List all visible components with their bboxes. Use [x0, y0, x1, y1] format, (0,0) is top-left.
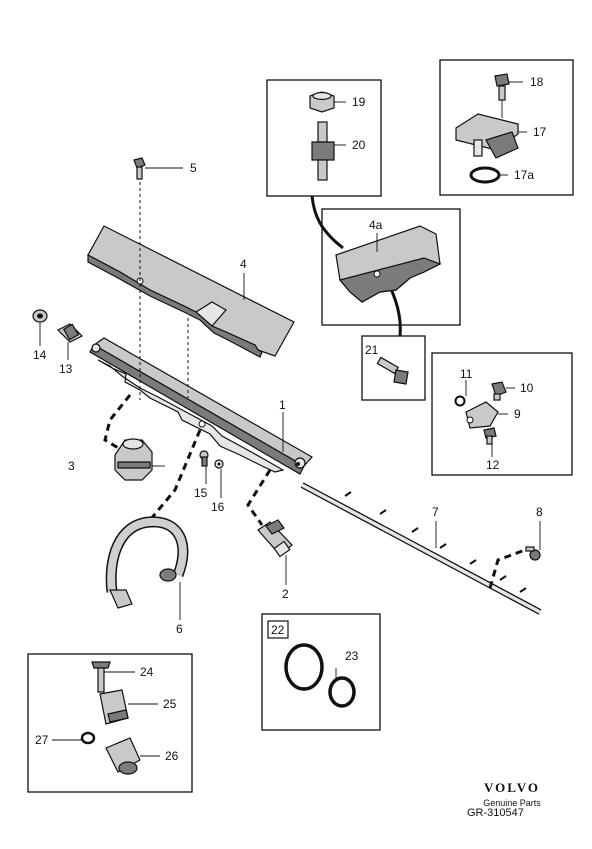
fuel-hose-part-6	[105, 516, 189, 609]
callout-labels: 5 4 1 3 14 13 15 16 6 2 7 8 19 20 18 17 …	[33, 75, 547, 763]
nut-part-10	[491, 381, 507, 401]
dash-link-6	[148, 429, 202, 521]
label-21: 21	[365, 343, 379, 357]
label-1: 1	[279, 398, 286, 412]
bolt-part-5	[133, 157, 146, 180]
label-10: 10	[520, 381, 534, 395]
pressure-regulator-part-3	[114, 438, 153, 481]
sensor-part-17	[455, 113, 519, 159]
inset-box-9-12	[431, 352, 573, 476]
fuel-rail-part-1	[89, 337, 313, 475]
cover-part-4	[87, 225, 295, 358]
label-13: 13	[59, 362, 73, 376]
bracket-part-4a	[335, 225, 442, 303]
inset-box-4a	[321, 208, 461, 326]
diagram-code: GR-310547	[467, 807, 524, 819]
label-24: 24	[140, 665, 154, 679]
brand-subtitle: Genuine Parts	[483, 798, 541, 808]
label-19: 19	[352, 95, 366, 109]
label-26: 26	[165, 749, 179, 763]
label-23: 23	[345, 649, 359, 663]
harness-rail-part-7	[300, 482, 542, 615]
inset-box-21	[361, 335, 426, 401]
label-22: 22	[271, 623, 285, 637]
label-5: 5	[190, 161, 197, 175]
clip-part-25	[99, 689, 129, 725]
connector-19-to-4a	[310, 195, 344, 250]
label-20: 20	[352, 138, 366, 152]
bolt-part-21	[376, 356, 409, 385]
label-12: 12	[486, 458, 500, 472]
label-14: 14	[33, 348, 47, 362]
bolt-part-8	[525, 546, 541, 561]
bolt-part-15	[199, 450, 209, 467]
screw-part-24	[91, 661, 111, 693]
bolt-part-12	[483, 427, 497, 445]
label-6: 6	[176, 622, 183, 636]
inset-box-22-23	[261, 613, 381, 731]
dash-link-3	[103, 394, 132, 454]
leader-lines	[39, 81, 541, 757]
brand-block: VOLVO Genuine Parts	[462, 780, 562, 808]
brand-logo: VOLVO	[484, 780, 540, 795]
washer-part-11	[454, 395, 466, 407]
inset-box-17-18	[439, 59, 574, 196]
nut-part-14	[32, 309, 48, 323]
seal-ring-part-23	[328, 676, 356, 708]
label-9: 9	[514, 407, 521, 421]
connector-part-26	[105, 737, 141, 775]
dash-link-2	[246, 469, 272, 526]
kit-marker-22	[267, 620, 289, 639]
label-27: 27	[35, 733, 49, 747]
label-7: 7	[432, 505, 439, 519]
label-17: 17	[533, 125, 547, 139]
seal-ring-part-17a	[469, 166, 501, 184]
label-17a: 17a	[514, 168, 534, 182]
nut-part-19	[309, 91, 335, 113]
label-11: 11	[460, 367, 473, 381]
bracket-part-9	[465, 401, 499, 429]
label-8: 8	[536, 505, 543, 519]
bolt-part-18	[494, 73, 510, 101]
label-2: 2	[282, 587, 289, 601]
label-3: 3	[68, 459, 75, 473]
washer-part-16	[214, 459, 224, 469]
seal-ring-part-27	[80, 731, 96, 745]
label-25: 25	[163, 697, 177, 711]
dash-link-8	[488, 548, 526, 589]
injector-part-2	[257, 519, 293, 558]
inset-box-24-27	[27, 653, 193, 793]
seal-ring-large	[284, 643, 324, 691]
label-4: 4	[240, 257, 247, 271]
stud-part-20	[311, 121, 335, 181]
label-4a: 4a	[369, 218, 383, 232]
union-part-13	[56, 323, 84, 343]
label-18: 18	[530, 75, 544, 89]
label-16: 16	[211, 500, 225, 514]
inset-box-19-20	[266, 79, 382, 197]
label-15: 15	[194, 486, 208, 500]
